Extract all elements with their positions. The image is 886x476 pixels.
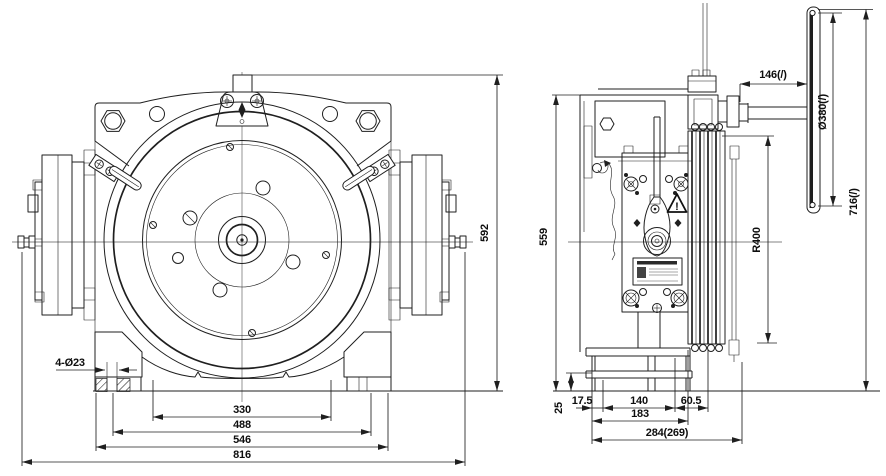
dim-183: 183 <box>592 408 688 424</box>
foot-section-hatch <box>95 378 108 392</box>
dim-559: 559 <box>538 94 582 391</box>
dim-label: 559 <box>538 228 550 246</box>
screw-head-icon <box>248 329 256 337</box>
brake-block-left <box>17 149 96 321</box>
dim-146: 146(/) <box>739 69 807 102</box>
top-bracket <box>215 74 269 127</box>
machine-body <box>579 69 717 352</box>
dim-label: 60.5 <box>681 395 702 407</box>
rope-guard-bracket <box>729 145 740 160</box>
dim-label: 816 <box>233 449 251 461</box>
hex-nut-top-right <box>355 110 381 132</box>
dim-label: 330 <box>233 404 251 416</box>
screw-head-icon <box>182 210 198 226</box>
dim-label: 546 <box>233 434 251 446</box>
dim-330: 330 <box>152 380 332 421</box>
dim-label: 146(/) <box>759 69 787 81</box>
dim-label: 592 <box>479 224 491 242</box>
shaft-assembly <box>687 94 807 130</box>
dim-25: 25 <box>553 372 592 414</box>
dim-dia380: Ø380(/) <box>817 12 842 207</box>
phillips-screw-icon <box>250 94 264 108</box>
dim-546: 546 <box>95 393 389 451</box>
dim-label: 140 <box>630 395 648 407</box>
brake-knob-icon <box>622 288 647 308</box>
diamond-mark <box>674 219 682 227</box>
brake-lever <box>643 116 671 257</box>
front-view: 330 488 546 816 592 4-Ø23 <box>12 72 503 466</box>
center-pin <box>238 102 246 118</box>
diamond-mark <box>633 219 641 227</box>
dim-label: Ø380(/) <box>817 94 829 130</box>
callout-bolt-holes: 4-Ø23 <box>55 357 137 373</box>
warning-glyph: ! <box>675 201 679 213</box>
shaft-hub <box>643 227 671 255</box>
brake-drum <box>103 101 381 379</box>
ear-hole-left <box>149 106 165 122</box>
dim-label: R400 <box>751 227 763 253</box>
dim-r400: R400 <box>722 135 777 344</box>
release-rod-left <box>88 153 142 191</box>
handwheel <box>806 6 821 214</box>
dim-label: 488 <box>233 419 251 431</box>
brake-knob-icon <box>665 173 689 195</box>
dim-284: 284(269) <box>592 427 742 443</box>
release-rod-right <box>342 153 396 191</box>
traction-sheave <box>687 123 740 362</box>
cable-clip <box>592 163 602 173</box>
dim-base-row1: 17.5 140 60.5 <box>572 350 743 444</box>
side-view: ! <box>538 3 880 444</box>
dim-label: 183 <box>631 408 649 420</box>
dim-716: 716(/) <box>818 9 873 391</box>
centerlines <box>12 72 473 402</box>
brake-block-right <box>388 149 467 321</box>
nameplate <box>632 257 683 286</box>
brake-knob-icon <box>623 173 647 195</box>
dim-592: 592 <box>252 74 503 391</box>
dim-label: 25 <box>553 402 565 414</box>
machine-base <box>553 312 880 392</box>
sheave-bolts-top <box>691 123 723 131</box>
dim-label: 17.5 <box>572 395 593 407</box>
sheave-bolts-bottom <box>691 344 723 352</box>
hex-bolt-icon <box>599 117 615 131</box>
brake-knob-icon <box>663 288 688 308</box>
screw-head-icon <box>322 251 330 259</box>
phillips-screw-icon <box>220 94 234 108</box>
dim-label: 284(269) <box>646 427 689 439</box>
screw-head-icon <box>226 143 234 151</box>
brake-assembly: ! <box>618 116 692 313</box>
screw-head-icon <box>149 221 157 229</box>
dim-488: 488 <box>112 393 372 436</box>
foot-section-hatch <box>116 378 131 392</box>
dim-label: 4-Ø23 <box>55 357 85 369</box>
brake-wire <box>608 163 616 261</box>
hex-nut-top-left <box>100 110 126 132</box>
dim-816: 816 <box>21 252 466 466</box>
adjuster-bolt <box>17 235 43 249</box>
warning-triangle-icon: ! <box>666 193 688 213</box>
dim-label: 716(/) <box>848 188 860 216</box>
ear-hole-right <box>322 106 338 122</box>
